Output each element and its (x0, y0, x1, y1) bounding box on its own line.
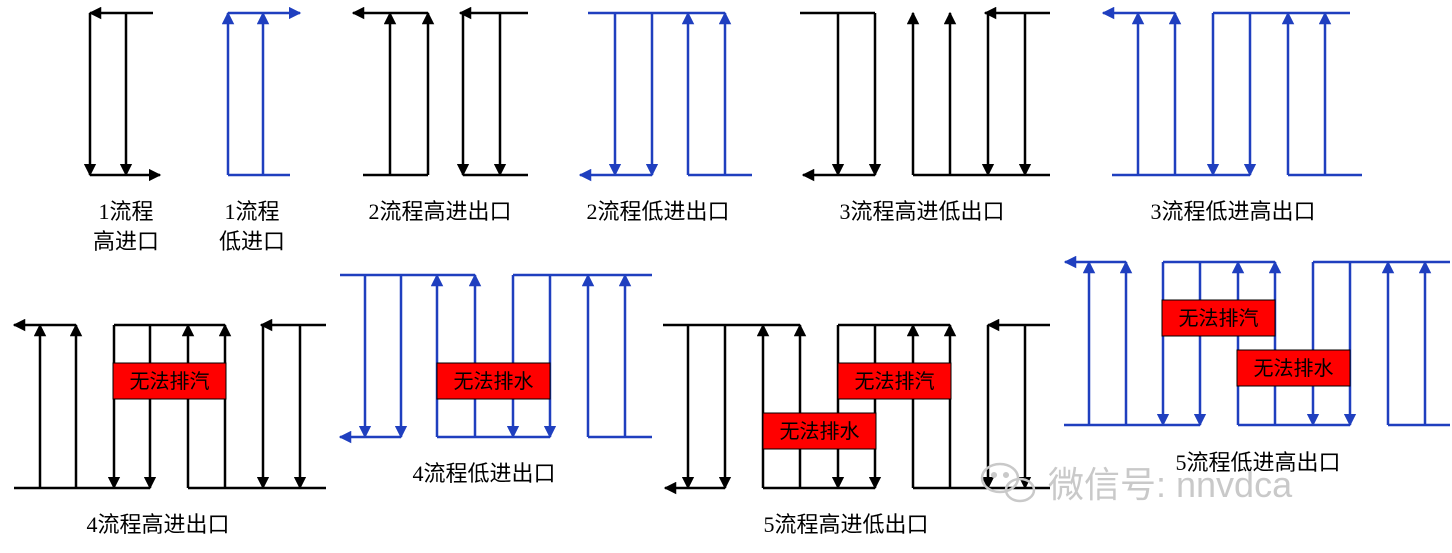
warning-5pass-low-vent: 无法排汽 (1161, 299, 1276, 337)
diagram-3pass-low-inlet-high-outlet (1101, 6, 1362, 177)
warning-label-no-vent: 无法排汽 (1179, 306, 1259, 330)
watermark-text: 微信号: nnvdca (1048, 464, 1293, 505)
caption-1pass-high-line2: 高进口 (93, 229, 159, 254)
diagram-2pass-high-inlet-outlet (351, 6, 528, 177)
caption-2pass-high: 2流程高进出口 (368, 199, 511, 224)
diagram-1pass-low-inlet (221, 6, 302, 177)
caption-4pass-high: 4流程高进出口 (86, 512, 229, 537)
caption-1pass-low-line2: 低进口 (219, 229, 285, 254)
warning-4pass-high: 无法排汽 (112, 362, 227, 400)
warning-5pass-high-vent: 无法排汽 (837, 362, 952, 400)
diagram-5pass-low-inlet-high-outlet (1063, 255, 1450, 427)
warning-label-no-vent: 无法排汽 (855, 369, 935, 393)
caption-3pass-high-low: 3流程高进低出口 (839, 199, 1004, 224)
diagram-2pass-low-inlet-outlet (578, 11, 752, 182)
caption-5pass-low-high: 5流程低进高出口 (1175, 450, 1340, 475)
caption-1pass-low-line1: 1流程 (224, 199, 279, 224)
warning-4pass-low: 无法排水 (436, 362, 551, 400)
warning-5pass-low-drain: 无法排水 (1236, 349, 1351, 387)
diagram-1pass-high-inlet (83, 6, 162, 182)
warning-label-no-drain: 无法排水 (454, 369, 534, 393)
wechat-icon (980, 462, 1036, 503)
caption-3pass-low-high: 3流程低进高出口 (1150, 199, 1315, 224)
diagram-4pass-low-inlet-outlet (338, 273, 652, 444)
warning-label-no-drain: 无法排水 (1254, 356, 1334, 380)
caption-4pass-low: 4流程低进出口 (412, 461, 555, 486)
warning-5pass-high-drain: 无法排水 (762, 412, 877, 450)
diagram-5pass-high-inlet-low-outlet (663, 318, 1050, 495)
diagram-3pass-high-inlet-low-outlet (800, 6, 1050, 182)
diagram-4pass-high-inlet-outlet (12, 318, 326, 490)
caption-2pass-low: 2流程低进出口 (586, 199, 729, 224)
warning-label-no-vent: 无法排汽 (130, 369, 210, 393)
caption-1pass-high-line1: 1流程 (98, 199, 153, 224)
watermark: 微信号: nnvdca (980, 462, 1293, 505)
warning-label-no-drain: 无法排水 (780, 419, 860, 443)
caption-5pass-high-low: 5流程高进低出口 (763, 512, 928, 537)
